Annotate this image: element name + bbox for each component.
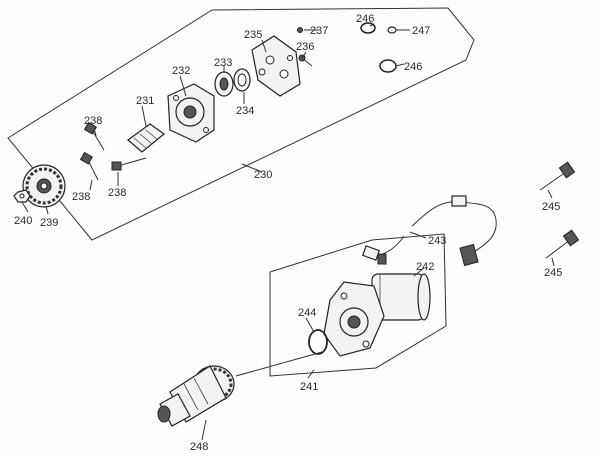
label-240: 240 [14, 215, 32, 227]
sprocket-239 [22, 164, 66, 208]
label-238-middle: 238 [72, 191, 90, 203]
label-242: 242 [416, 261, 434, 273]
label-238-upper: 238 [84, 115, 102, 127]
group-outline-241 [269, 233, 447, 377]
bearing-233 [214, 71, 234, 97]
label-232: 232 [172, 65, 190, 77]
o-ring-244 [308, 329, 328, 355]
ring-234 [233, 68, 251, 92]
label-248: 248 [190, 441, 208, 453]
bolt-238-lower [111, 157, 147, 171]
leader-lines [21, 23, 555, 441]
pin-237 [297, 27, 303, 33]
label-245-upper: 245 [542, 201, 560, 213]
housing-232 [167, 83, 215, 143]
nut-240 [13, 189, 31, 203]
label-247: 247 [412, 25, 430, 37]
label-230: 230 [254, 169, 272, 181]
o-ring-246-lower [379, 59, 397, 73]
starter-clutch-248 [157, 365, 235, 427]
plate-235 [251, 35, 301, 97]
starter-motor-242 [323, 273, 431, 357]
label-239: 239 [40, 217, 58, 229]
group-outline-230 [7, 7, 475, 241]
label-246-upper: 246 [356, 13, 374, 25]
label-241: 241 [300, 381, 318, 393]
clip-247 [387, 26, 404, 34]
label-244: 244 [298, 307, 316, 319]
label-237: 237 [310, 25, 328, 37]
label-238-lower: 238 [108, 187, 126, 199]
bolt-238-middle [79, 151, 99, 181]
label-236: 236 [296, 41, 314, 53]
bolt-245-lower [545, 229, 580, 259]
label-246-lower: 246 [404, 61, 422, 73]
label-233: 233 [214, 57, 232, 69]
bolt-245-upper [539, 161, 576, 191]
label-245-lower: 245 [544, 267, 562, 279]
shaft-231 [127, 123, 165, 153]
label-235: 235 [244, 29, 262, 41]
wire-harness-243 [361, 195, 497, 267]
label-243: 243 [428, 235, 446, 247]
o-ring-246-upper [360, 22, 376, 34]
screw-236 [298, 54, 313, 67]
label-231: 231 [136, 95, 154, 107]
label-234: 234 [236, 105, 254, 117]
